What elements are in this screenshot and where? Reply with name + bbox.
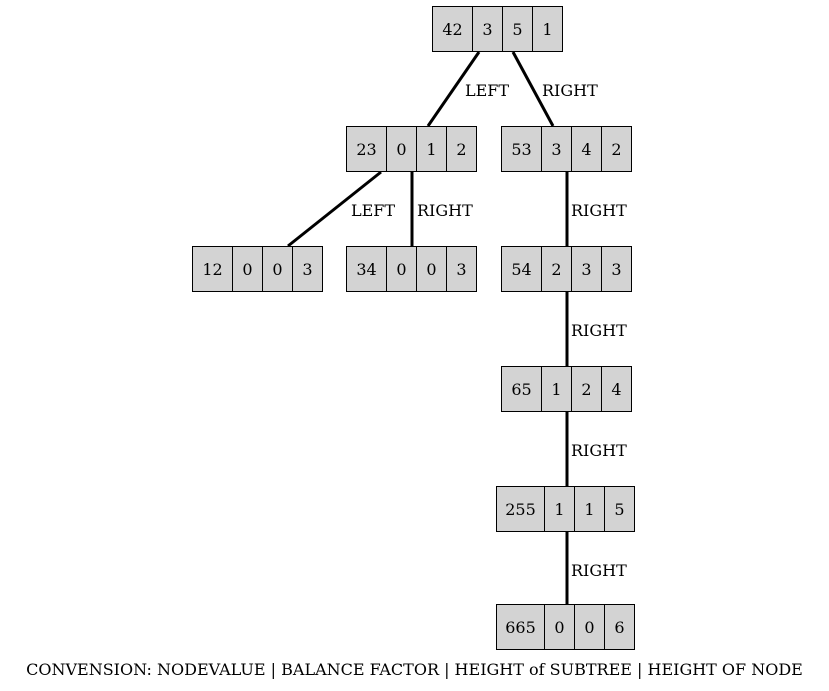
node-value-cell: 65 (501, 366, 542, 412)
node-height-cell: 4 (601, 366, 632, 412)
balance-factor-cell: 0 (386, 246, 417, 292)
node-height-cell: 3 (446, 246, 477, 292)
node-value-cell: 34 (346, 246, 387, 292)
tree-edge (511, 51, 555, 127)
node-value-cell: 53 (501, 126, 542, 172)
subtree-height-cell: 2 (571, 366, 602, 412)
tree-edge (287, 170, 382, 248)
subtree-height-cell: 4 (571, 126, 602, 172)
node-value-cell: 54 (501, 246, 542, 292)
node-height-cell: 3 (601, 246, 632, 292)
balance-factor-cell: 1 (541, 366, 572, 412)
edge-label: RIGHT (417, 201, 473, 220)
subtree-height-cell: 1 (416, 126, 447, 172)
node-height-cell: 1 (532, 6, 563, 52)
edge-label: RIGHT (571, 561, 627, 580)
subtree-height-cell: 3 (571, 246, 602, 292)
edge-label: RIGHT (571, 321, 627, 340)
node-height-cell: 2 (446, 126, 477, 172)
node-height-cell: 2 (601, 126, 632, 172)
node-height-cell: 5 (604, 486, 635, 532)
subtree-height-cell: 0 (574, 604, 605, 650)
node-value-cell: 23 (346, 126, 387, 172)
edge-label: LEFT (465, 81, 509, 100)
convention-caption: CONVENSION: NODEVALUE | BALANCE FACTOR |… (26, 660, 803, 679)
subtree-height-cell: 0 (262, 246, 293, 292)
edge-label: LEFT (351, 201, 395, 220)
balance-factor-cell: 0 (232, 246, 263, 292)
edge-label: RIGHT (571, 201, 627, 220)
tree-edge (426, 51, 481, 127)
subtree-height-cell: 5 (502, 6, 533, 52)
node-value-cell: 665 (496, 604, 545, 650)
balance-factor-cell: 0 (386, 126, 417, 172)
node-height-cell: 6 (604, 604, 635, 650)
balance-factor-cell: 1 (544, 486, 575, 532)
node-value-cell: 42 (432, 6, 473, 52)
node-height-cell: 3 (292, 246, 323, 292)
subtree-height-cell: 1 (574, 486, 605, 532)
node-value-cell: 12 (192, 246, 233, 292)
edge-label: RIGHT (542, 81, 598, 100)
edge-label: RIGHT (571, 441, 627, 460)
balance-factor-cell: 3 (541, 126, 572, 172)
balance-factor-cell: 2 (541, 246, 572, 292)
subtree-height-cell: 0 (416, 246, 447, 292)
balance-factor-cell: 3 (472, 6, 503, 52)
balance-factor-cell: 0 (544, 604, 575, 650)
node-value-cell: 255 (496, 486, 545, 532)
